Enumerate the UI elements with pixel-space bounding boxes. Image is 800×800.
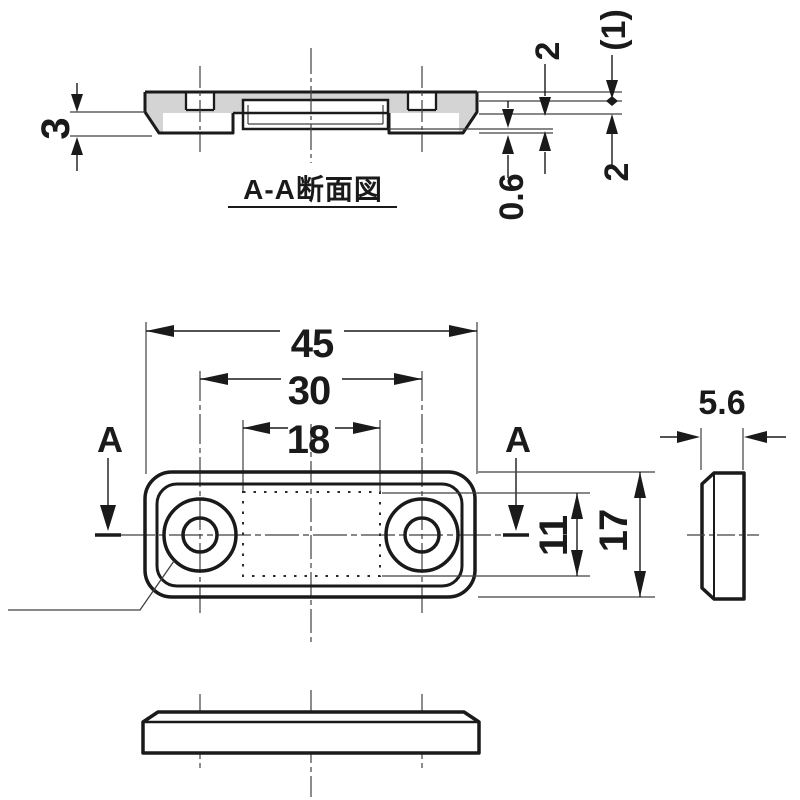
dim-30-arrow-left [200,373,228,385]
dim-3-label: 3 [34,118,78,139]
left-boss-interior [163,113,233,133]
dim-18-extensions [242,420,381,492]
dim-3-arrow-top [71,94,83,112]
dim-11-label: 11 [532,515,576,556]
plan-view: 45 30 18 A A [8,322,655,645]
dim-06-arrow-top [502,109,514,128]
dim-reference-stack: (1) 2 [595,9,636,181]
left-hole [181,516,219,554]
magnet-pocket-hidden-outline [242,491,381,577]
dim-ref-dot [606,96,618,106]
dim-bottom-wall: 0.6 [493,101,531,221]
dim-pocket-length: 18 [243,418,380,462]
cut-arrow-lines [107,458,517,506]
cut-arrow-right [508,505,524,531]
dim-06-label: 0.6 [493,173,531,220]
dim-56-arrow-left [677,431,700,443]
dim-30-arrow-right [394,373,422,385]
dim-total-thickness: 3 [34,83,152,171]
magnet-insert-inner-lines [247,105,384,125]
dim-17-arrow-top [634,472,646,498]
dim-45-label: 45 [291,322,334,366]
side-view-outline [700,471,746,601]
dim-56-label: 5.6 [698,384,745,422]
dim-thickness: 5.6 [660,384,786,470]
dim-06-arrow-bottom [502,135,514,154]
section-extension-lines [389,91,622,134]
dim-2right-label: 2 [598,163,636,182]
dim-18-arrow-left [243,422,270,434]
bottom-view [141,690,481,797]
dim-3-extension-lines [70,111,152,137]
section-view: 3 0.6 2 (1) 2 A-A断面図 [34,9,636,220]
right-boss-interior [389,113,459,133]
hole-center-lines-section [199,66,423,152]
dim-ref-arrow-top [606,80,618,99]
plate-inner-outline [155,482,464,588]
dim-11-arrow-bottom [571,550,583,576]
dim-45-extensions [145,322,478,474]
dim-45-arrow-right [449,325,477,337]
dim-18-label: 18 [287,418,330,462]
plate-outer-outline [143,470,477,599]
dim-17-label: 17 [592,510,636,553]
dim-2mid-arrow-top [539,97,551,116]
right-hole [403,516,441,554]
cut-arrow-left [100,505,116,531]
dim-3-arrow-bottom [71,137,83,155]
dim-30-label: 30 [288,369,331,413]
dim-hole-pitch: 30 [200,369,422,413]
dim-18-arrow-right [353,422,380,434]
magnet-insert-outline [241,98,390,131]
dim-2mid-arrow-bottom [539,131,551,151]
right-hole-counterbore [384,497,460,573]
dim-ref-arrow-bottom [606,114,618,134]
section-title: A-A断面図 [243,173,383,205]
dim-2mid-label: 2 [529,42,567,61]
leader-line [8,560,175,611]
dim-ref-label: (1) [595,9,633,51]
dim-17-extensions [478,471,655,598]
dim-45-arrow-left [146,325,174,337]
dim-11-extensions [382,492,590,577]
dim-top-plate: 2 [529,42,567,174]
section-cut-markers: A A [95,419,531,537]
dim-56-arrow-right [744,431,767,443]
cut-letter-right: A [505,419,531,460]
left-hole-counterbore [162,497,238,573]
dim-overall-width: 17 [478,471,655,598]
cut-letter-left: A [97,419,123,460]
dim-11-arrow-top [571,493,583,519]
dim-56-extensions [700,428,744,470]
bottom-view-outline [141,710,481,755]
dim-overall-length: 45 [146,322,477,366]
dim-pocket-width: 11 [382,492,590,577]
dim-17-arrow-bottom [634,571,646,597]
side-view: 5.6 [660,384,786,601]
